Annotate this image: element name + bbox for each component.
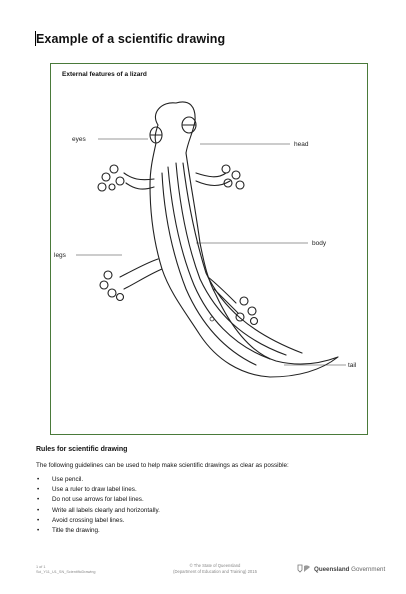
list-item: Use pencil.: [36, 475, 160, 485]
tail-label: tail: [348, 362, 357, 369]
legs-label: legs: [54, 252, 67, 259]
brand-rest: Government: [349, 566, 385, 573]
list-item: Avoid crossing label lines.: [36, 516, 160, 526]
file-name: Sci_Y11_U1_SN_ScientificDrawing: [36, 570, 95, 575]
crest-icon: [297, 564, 311, 574]
page-title: Example of a scientific drawing: [36, 32, 225, 46]
list-item: Do not use arrows for label lines.: [36, 495, 160, 505]
brand-bold: Queensland: [314, 566, 349, 573]
list-item: Write all labels clearly and horizontall…: [36, 506, 160, 516]
eyes-label: eyes: [72, 136, 86, 143]
copyright-line-2: (Department of Education and Training) 2…: [150, 569, 280, 575]
body-label: body: [312, 240, 327, 247]
footer-copyright: © The State of Queensland (Department of…: [150, 563, 280, 574]
rules-intro: The following guidelines can be used to …: [36, 462, 289, 469]
head-label: head: [294, 141, 309, 148]
footer-page-info: 1 of 1 Sci_Y11_U1_SN_ScientificDrawing: [36, 565, 95, 575]
rules-heading: Rules for scientific drawing: [36, 446, 127, 453]
queensland-government-logo: Queensland Government: [297, 564, 385, 574]
lizard-drawing: eyes head legs body tail: [50, 63, 368, 435]
list-item: Title the drawing.: [36, 526, 160, 536]
list-item: Use a ruler to draw label lines.: [36, 485, 160, 495]
rules-list: Use pencil. Use a ruler to draw label li…: [36, 475, 160, 536]
lizard-outline: [150, 102, 338, 377]
